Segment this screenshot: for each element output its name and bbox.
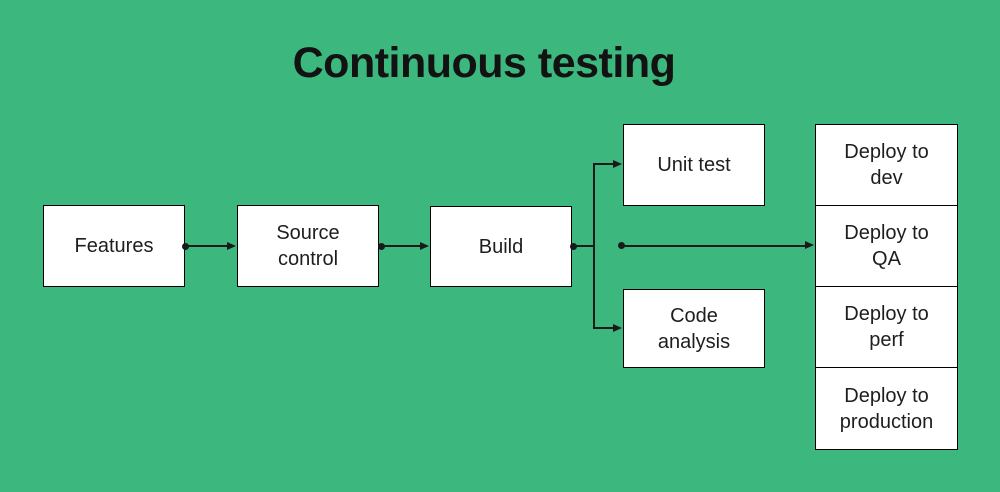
arrowhead-icon (613, 324, 622, 332)
branch-vertical-line (593, 163, 595, 329)
node-source-control: Source control (237, 205, 379, 287)
node-build: Build (430, 206, 572, 287)
deploy-stack: Deploy to dev Deploy to QA Deploy to per… (815, 124, 958, 450)
node-deploy-dev: Deploy to dev (816, 125, 957, 206)
node-code-analysis: Code analysis (623, 289, 765, 368)
arrowhead-icon (613, 160, 622, 168)
node-deploy-production: Deploy to production (839, 384, 934, 433)
node-unit-test: Unit test (623, 124, 765, 206)
connector-start-dot (182, 243, 189, 250)
arrowhead-icon (227, 242, 236, 250)
arrowhead-icon (805, 241, 814, 249)
connector-source-build-line (382, 245, 422, 247)
connector-branch-unit-test-line (594, 163, 613, 165)
node-deploy-qa: Deploy to QA (816, 206, 957, 287)
connector-features-source-line (186, 245, 229, 247)
connector-start-dot (378, 243, 385, 250)
node-features: Features (43, 205, 185, 287)
connector-start-dot (618, 242, 625, 249)
connector-deploy-qa-line (622, 245, 805, 247)
diagram-title: Continuous testing (292, 39, 676, 87)
node-deploy-perf: Deploy to perf (816, 287, 957, 368)
connector-branch-code-analysis-line (594, 327, 613, 329)
arrowhead-icon (420, 242, 429, 250)
connector-build-branch-line (572, 245, 595, 247)
